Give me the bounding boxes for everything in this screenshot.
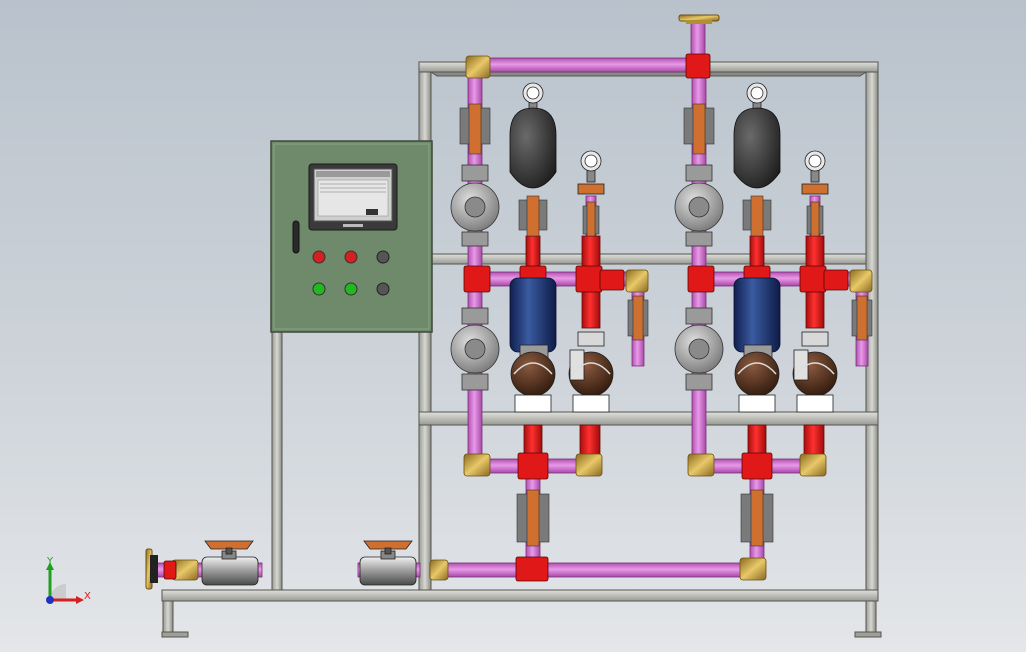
base-foot-right-rear	[865, 600, 877, 637]
metering-pumps	[510, 331, 838, 413]
pulsation-dampeners	[509, 107, 781, 189]
red-tee-fittings	[163, 53, 849, 582]
pressure-gauge-tank-right	[746, 82, 768, 112]
y-axis-label: Y	[46, 556, 54, 567]
union-valve-drain-left	[627, 295, 649, 341]
indicator-light-red-2[interactable]	[344, 250, 358, 264]
xyz-triad-icon: Y X	[46, 556, 91, 604]
indicator-light-gray-2[interactable]	[376, 282, 390, 296]
indicator-light-green-1[interactable]	[312, 282, 326, 296]
union-valve-tank-left	[518, 195, 548, 237]
union-valve-bottom-right	[740, 489, 774, 547]
top-outlet-flange	[678, 14, 720, 24]
pressure-gauge-tank-left	[522, 82, 544, 112]
indicator-light-green-2[interactable]	[344, 282, 358, 296]
union-valve-bottom-left	[516, 489, 550, 547]
cabinet-door-handle[interactable]	[292, 220, 300, 254]
gray-valve-upper-left	[450, 164, 500, 247]
blue-filter-tanks	[509, 277, 781, 353]
outlet-ball-valve[interactable]	[359, 540, 417, 586]
gray-valves[interactable]	[450, 164, 724, 391]
metering-pump-4	[792, 331, 838, 413]
union-valve-drain-right	[851, 295, 873, 341]
gray-valve-upper-right	[674, 164, 724, 247]
gray-valve-lower-right	[674, 307, 724, 391]
brass-elbows	[171, 55, 873, 581]
indicator-light-gray-1[interactable]	[376, 250, 390, 264]
pressure-gauges	[522, 82, 829, 195]
metering-pump-1	[510, 344, 556, 413]
metering-pump-3	[734, 344, 780, 413]
base-beam	[161, 589, 879, 602]
union-valve-inj-left	[582, 201, 600, 237]
frame-lower-shelf	[418, 411, 879, 426]
frame-middle-shelf	[430, 253, 867, 265]
hmi-touchscreen[interactable]	[308, 163, 398, 231]
inlet-ball-valve[interactable]	[201, 540, 259, 586]
x-axis-label: X	[84, 591, 91, 602]
indicator-light-red-1[interactable]	[312, 250, 326, 264]
pressure-gauge-inj-right	[801, 150, 829, 195]
control-cabinet	[270, 140, 433, 333]
dampener-left	[509, 107, 557, 189]
union-valve-left-top	[459, 103, 491, 155]
inlet-flange	[145, 548, 158, 590]
pressure-gauge-inj-left	[577, 150, 605, 195]
panel-post	[271, 329, 283, 591]
union-valves[interactable]	[459, 103, 873, 547]
union-valve-inj-right	[806, 201, 824, 237]
filter-tank-right	[733, 277, 781, 353]
filter-tank-left	[509, 277, 557, 353]
metering-pump-2	[568, 331, 614, 413]
gray-valve-lower-left	[450, 307, 500, 391]
union-valve-right-top	[683, 103, 715, 155]
union-valve-tank-right	[742, 195, 772, 237]
base-foot-left	[162, 600, 174, 637]
dampener-right	[733, 107, 781, 189]
